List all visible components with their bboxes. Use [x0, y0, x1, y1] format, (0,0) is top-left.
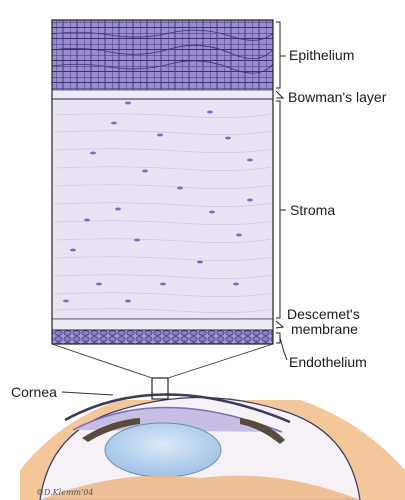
endothelium-band — [52, 330, 273, 344]
stroma-layer — [52, 99, 273, 319]
stroma-label: Stroma — [290, 203, 335, 218]
descemets-label-line1: Descemet's — [287, 307, 360, 322]
label-brackets — [276, 22, 287, 360]
descemets-label-line2: membrane — [291, 322, 358, 337]
zoom-lines — [52, 344, 273, 378]
bowmans-layer-band — [52, 90, 273, 99]
magnified-cornea-block — [52, 20, 273, 344]
descemets-membrane-band — [52, 319, 273, 330]
eye-anatomy — [20, 378, 405, 500]
bowmans-layer-label: Bowman's layer — [288, 90, 386, 105]
artist-signature: ©D.Klemm'04 — [36, 488, 94, 497]
endothelium-label: Endothelium — [289, 355, 367, 370]
epithelium-label: Epithelium — [289, 48, 354, 63]
cornea-label: Cornea — [11, 385, 57, 400]
epithelium-layer — [52, 20, 273, 90]
